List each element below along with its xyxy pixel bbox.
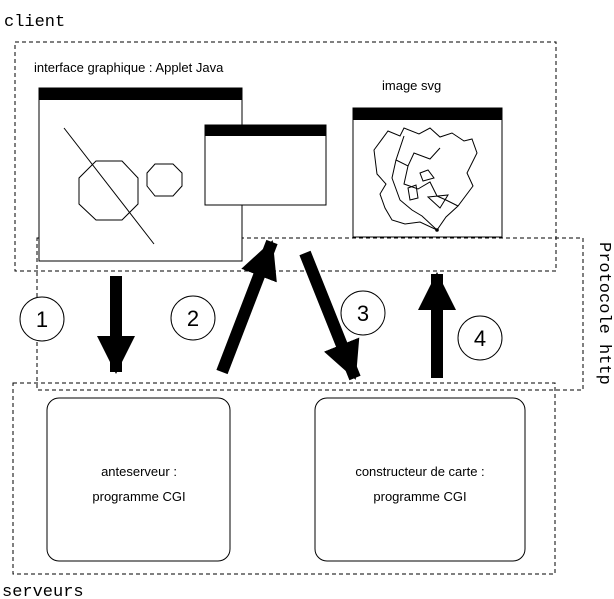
dialog-title-bar: [205, 125, 326, 136]
applet-large-octagon: [78, 160, 139, 221]
step-2: 2: [170, 295, 216, 341]
step-1: 1: [19, 296, 65, 342]
step-2-label: 2: [187, 306, 199, 331]
map-region-border-1: [395, 135, 441, 167]
map-point-marker: [435, 228, 439, 232]
svg-image-window: [352, 107, 503, 238]
step-1-label: 1: [36, 307, 48, 332]
client-label: client: [4, 13, 65, 32]
step-4-label: 4: [474, 326, 486, 351]
gui-label: interface graphique : Applet Java: [34, 60, 224, 75]
map-region-border-2: [391, 159, 438, 231]
map-region-border-3: [403, 165, 438, 197]
serveurs-label: serveurs: [2, 583, 84, 599]
step-3: 3: [340, 290, 386, 336]
step-4: 4: [457, 315, 503, 361]
svg-image-label: image svg: [382, 78, 441, 93]
arrow-2: [216, 239, 278, 375]
anteserveur-subtitle: programme CGI: [92, 489, 185, 504]
map-builder-subtitle: programme CGI: [373, 489, 466, 504]
map-outline: [373, 127, 478, 231]
map-region-5: [407, 184, 419, 201]
applet-dialog: [204, 124, 327, 206]
servers-region: [12, 382, 556, 575]
arrow-3: [299, 250, 361, 381]
anteserveur-box: anteserveur : programme CGI: [46, 397, 231, 562]
applet-line-shape: [63, 127, 155, 245]
map-region-4: [419, 169, 435, 182]
applet-small-octagon: [146, 163, 183, 197]
svg-image-title-bar: [353, 108, 502, 120]
step-3-label: 3: [357, 301, 369, 326]
map-region-border-7: [436, 195, 459, 207]
map-builder-title: constructeur de carte :: [355, 464, 484, 479]
anteserveur-title: anteserveur :: [101, 464, 177, 479]
applet-title-bar: [39, 88, 242, 100]
map-builder-box: constructeur de carte : programme CGI: [314, 397, 526, 562]
protocol-label: Protocole http: [594, 242, 613, 385]
